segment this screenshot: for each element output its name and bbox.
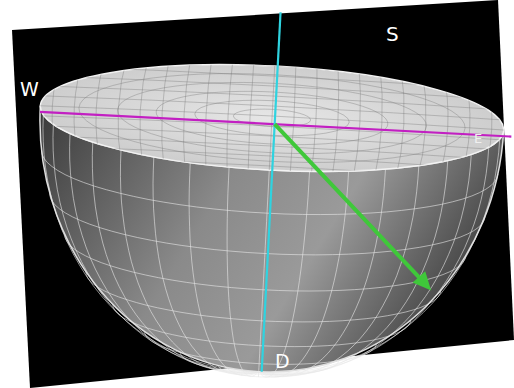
- grid-line: [33, 53, 514, 80]
- arrow-head: [412, 271, 432, 291]
- grid-line: [181, 55, 191, 171]
- grid-line: [395, 67, 407, 183]
- grid-line: [179, 163, 269, 377]
- grid-line: [31, 93, 514, 120]
- direction-label: S: [386, 24, 399, 44]
- direction-label: E: [474, 132, 482, 145]
- grid-line: [32, 73, 514, 100]
- grid-line: [258, 167, 348, 381]
- grid-line: [259, 136, 489, 384]
- vertical-line: [262, 12, 281, 372]
- grid-line: [374, 66, 385, 182]
- grid-line: [259, 163, 386, 382]
- grid-line: [31, 83, 514, 110]
- grid-line: [137, 53, 149, 169]
- grid-line: [259, 151, 448, 383]
- grid-line: [29, 133, 512, 160]
- grid-line: [110, 150, 270, 375]
- grid-line: [115, 52, 128, 168]
- grid-line: [311, 62, 319, 178]
- grid-line: [353, 64, 363, 180]
- grid-line: [29, 123, 512, 150]
- grid-line: [159, 54, 170, 170]
- vector-arrow: [267, 124, 430, 280]
- direction-label: D: [275, 352, 290, 371]
- direction-label: W: [20, 80, 39, 99]
- grid-line: [500, 72, 514, 188]
- grid-line: [28, 143, 511, 170]
- grid-line: [28, 153, 511, 180]
- grid-ring: [155, 86, 389, 150]
- grid-line: [58, 133, 271, 373]
- grid-line: [30, 103, 513, 130]
- photo-card: [12, 0, 514, 388]
- grid-line: [225, 58, 233, 174]
- grid-line: [259, 144, 472, 384]
- grid-ring: [194, 97, 350, 140]
- grid-line: [81, 142, 270, 374]
- grid-line: [218, 167, 269, 377]
- grid-line: [437, 69, 451, 185]
- grid-line: [32, 63, 514, 90]
- grid-line: [290, 61, 297, 177]
- grid-line: [416, 68, 429, 184]
- grid-line: [247, 59, 254, 175]
- grid-line: [93, 51, 107, 167]
